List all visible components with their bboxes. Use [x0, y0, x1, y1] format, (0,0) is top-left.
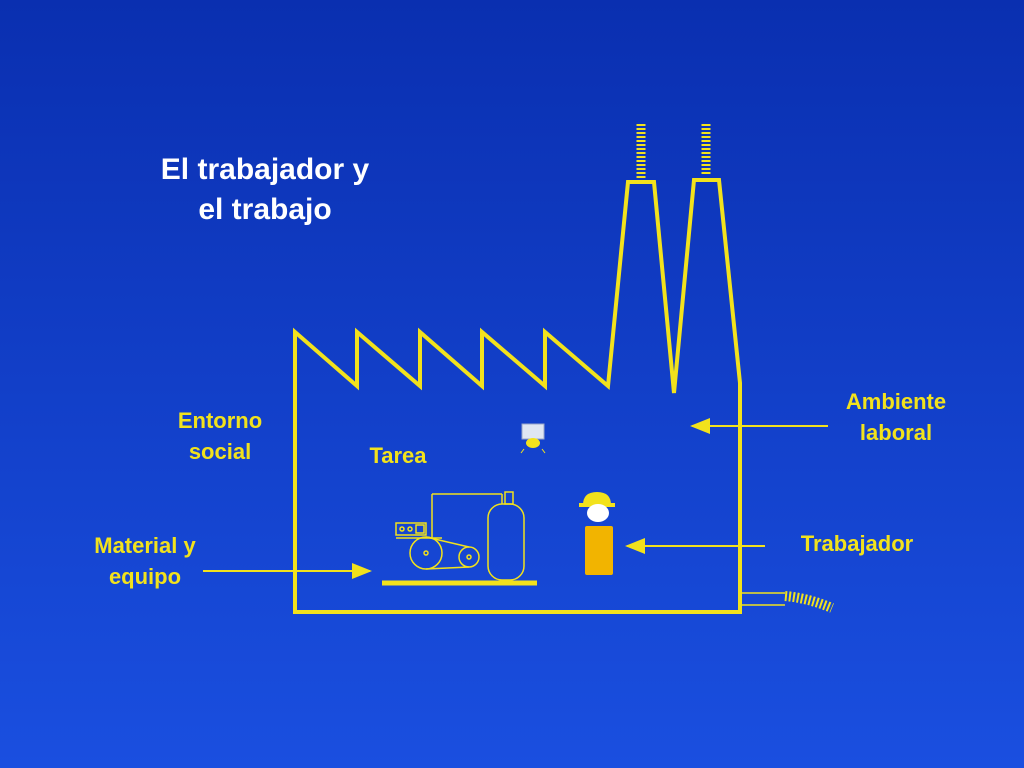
worker-icon: [579, 492, 615, 575]
label-ambiente-line-2: laboral: [859, 420, 933, 445]
slide-title: El trabajador y el trabajo: [120, 150, 410, 230]
label-ambiente-line-1: Ambiente: [845, 389, 947, 414]
label-material-line-1: Material y: [94, 533, 196, 558]
title-line-1: El trabajador y: [160, 153, 370, 186]
label-entorno-social: Entorno social: [160, 405, 280, 467]
label-ambiente-laboral: Ambiente laboral: [826, 386, 966, 448]
factory-outline: [293, 178, 742, 614]
label-trabajador: Trabajador: [800, 531, 914, 556]
label-entorno-line-2: social: [188, 439, 252, 464]
label-entorno-line-1: Entorno: [177, 408, 263, 433]
label-material-equipo: Material y equipo: [70, 530, 220, 592]
title-line-2: el trabajo: [198, 193, 332, 226]
label-material-line-2: equipo: [108, 564, 182, 589]
machine-equipment-icon: [395, 491, 525, 581]
lamp-icon: [520, 423, 546, 454]
label-tarea: Tarea: [369, 443, 427, 468]
exhaust-pipe: [742, 591, 834, 613]
